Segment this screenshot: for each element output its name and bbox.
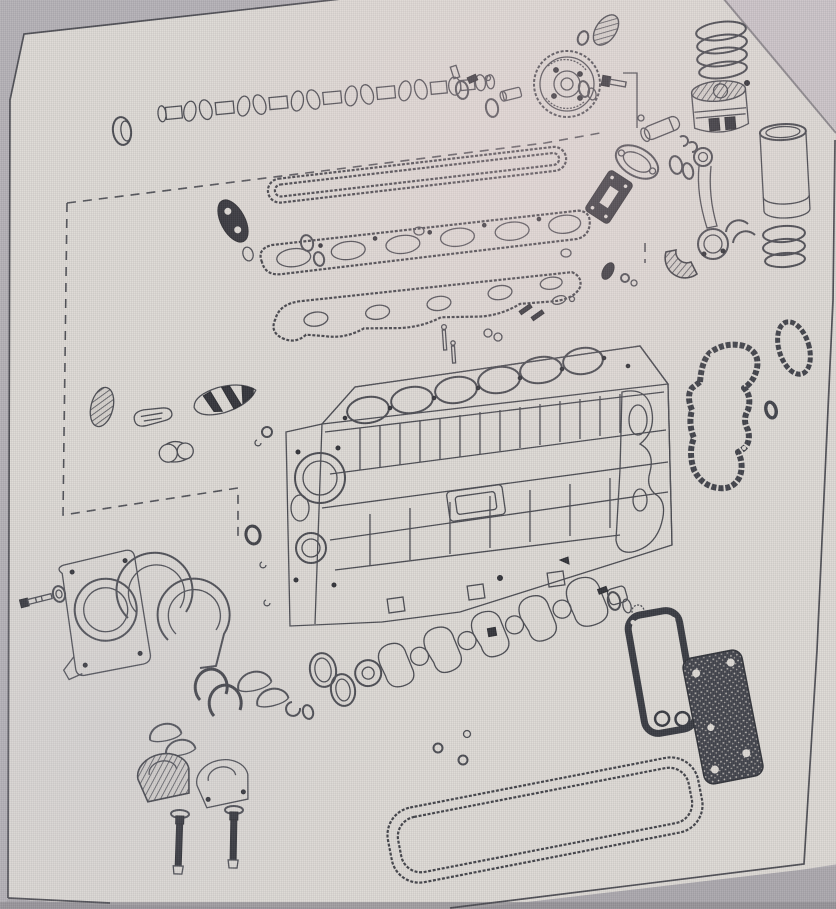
cam-seal-ring [111,116,133,146]
page-border [7,0,836,909]
cover-plate-dark [585,170,633,224]
bottom-edge [0,902,836,909]
cylinder-liner [758,122,811,219]
thrust-washer-halves [193,667,243,718]
top-small-ring [576,30,590,46]
side-small-ring [764,400,778,420]
block-side-rings [244,426,273,607]
rod-cap [664,248,699,279]
spacer-parts [484,86,523,118]
top-oval-plug [592,14,620,46]
connecting-rod [693,147,729,260]
side-oring [775,319,813,377]
rod-shells [725,219,756,244]
gasket-seal-rings [299,226,425,267]
paper-page [8,0,836,909]
cap-bolts [170,804,244,875]
small-cover-and-rings [601,262,638,287]
seal-retainer-halves [115,551,231,669]
camshaft-key-washers [449,64,492,100]
left-flange-bolt [18,585,67,609]
pin-snap-rings [679,135,698,153]
rod-bushings [668,155,695,180]
rear-seal-housing [58,549,152,681]
piston [690,80,750,133]
gear-washers [577,80,597,101]
rocker-cover-gasket [266,145,568,204]
timing-gear [533,50,601,118]
cylinder-head-gasket [259,209,591,276]
bottom-shadow-band [0,866,836,909]
crankshaft [354,576,628,688]
liner-seal-set [762,224,806,269]
deck-hardware [440,248,576,364]
lower-manifold-gasket [272,271,582,342]
oil-pan-gasket [386,756,704,884]
oval-flange-gasket [614,144,660,180]
end-cover-plate [217,199,254,262]
piston-ring-set [695,20,750,86]
engine-block [285,345,673,638]
left-core-plugs [89,386,194,463]
page-crease-line [723,0,836,134]
crank-seal-rings [308,652,357,707]
main-shells-upper [237,670,290,708]
gear-bolt [600,72,638,128]
main-bearing-caps [136,752,249,809]
piston-pin [637,114,681,143]
fiber-cover-gasket [682,649,764,785]
crank-nose-parts [596,585,645,618]
timing-cover-gasket [686,341,761,492]
camshaft [157,74,496,123]
small-rings-trio [432,729,472,766]
dashed-reference-box [62,132,646,542]
striped-core-plug [193,384,257,416]
